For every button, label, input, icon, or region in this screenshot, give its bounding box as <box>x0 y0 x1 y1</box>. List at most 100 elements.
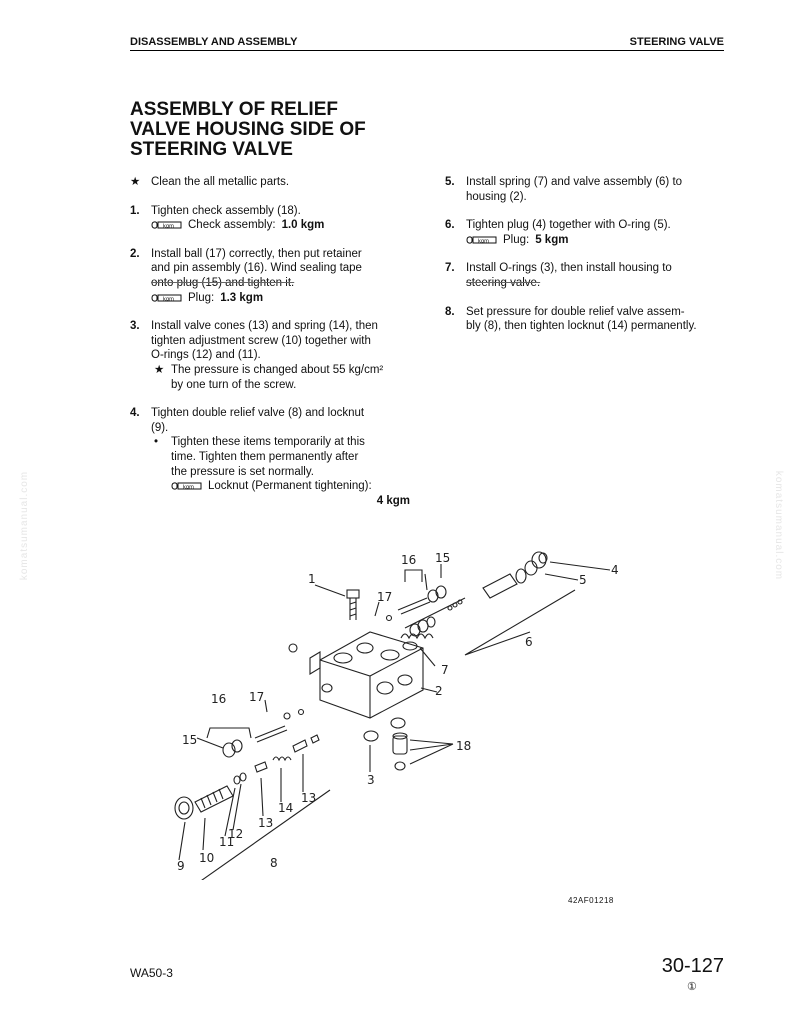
callout-15-lower: 15 <box>182 733 197 747</box>
callout-7: 7 <box>441 663 449 677</box>
step-line: Set pressure for double relief valve ass… <box>466 305 685 318</box>
left-column: ★ Clean the all metallic parts. 1. Tight… <box>130 175 410 522</box>
step-note: • Tighten these items temporarily at thi… <box>151 435 410 508</box>
callout-9: 9 <box>177 859 185 873</box>
torque-spec: kgm Check assembly: 1.0 kgm <box>151 218 410 233</box>
torque-wrench-icon: kgm <box>171 481 202 491</box>
step-number: 1. <box>130 204 140 217</box>
diagram-callouts: 1 2 3 4 5 6 7 8 9 10 11 12 13 13 14 15 1… <box>177 551 619 873</box>
step-line-struck: steering valve. <box>466 276 541 289</box>
step-4: 4. Tighten double relief valve (8) and l… <box>130 406 410 508</box>
bolt-part <box>346 589 360 620</box>
callout-4: 4 <box>611 563 619 577</box>
torque-value: 1.3 kgm <box>220 291 264 304</box>
callout-6: 6 <box>525 635 533 649</box>
callout-16-upper: 16 <box>401 553 416 567</box>
svg-text:kgm: kgm <box>163 296 174 302</box>
callout-14: 14 <box>278 801 293 815</box>
note-line: by one turn of the screw. <box>171 378 297 391</box>
note-item: ★ Clean the all metallic parts. <box>130 175 410 190</box>
torque-wrench-icon: kgm <box>151 220 182 230</box>
watermark-right: komatsumanual.com <box>773 470 785 581</box>
step-2: 2. Install ball (17) correctly, then put… <box>130 247 410 305</box>
figure-id: 42AF01218 <box>568 896 614 905</box>
svg-text:kgm: kgm <box>478 239 489 245</box>
step-line: Install valve cones (13) and spring (14)… <box>151 320 378 333</box>
callout-17-lower: 17 <box>249 690 264 704</box>
callout-17-upper: 17 <box>377 590 392 604</box>
star-icon: ★ <box>130 176 141 188</box>
valve-assembly-6 <box>404 560 538 637</box>
note-text: Clean the all metallic parts. <box>151 176 290 188</box>
step-number: 7. <box>445 262 455 275</box>
torque-label: Plug: <box>503 233 530 246</box>
torque-wrench-icon: kgm <box>466 235 497 245</box>
step-line: Tighten plug (4) together with O-ring (5… <box>466 219 671 232</box>
callout-18: 18 <box>456 739 471 753</box>
callout-13-lower: 13 <box>258 816 273 830</box>
callout-12: 12 <box>228 827 243 841</box>
right-column: 5. Install spring (7) and valve assembly… <box>445 175 727 348</box>
title-line-3: STEERING VALVE <box>130 139 293 160</box>
note-line: the pressure is set normally. <box>171 465 314 478</box>
watermark-left: komatsumanual.com <box>19 470 31 581</box>
step-line: and pin assembly (16). Wind sealing tape <box>151 262 362 275</box>
torque-spec: kgm Plug: 1.3 kgm <box>151 291 410 306</box>
title-line-2: VALVE HOUSING SIDE OF <box>130 119 366 140</box>
callout-5: 5 <box>579 573 587 587</box>
callout-2: 2 <box>435 684 443 698</box>
step-line: (9). <box>151 421 169 434</box>
relief-valve-housing <box>309 631 424 719</box>
step-line: O-rings (12) and (11). <box>151 349 261 362</box>
callout-10: 10 <box>199 851 214 865</box>
callout-3: 3 <box>367 773 375 787</box>
step-line: Install ball (17) correctly, then put re… <box>151 247 362 260</box>
svg-text:kgm: kgm <box>163 224 174 230</box>
note-line: The pressure is changed about 55 kg/cm² <box>171 363 384 376</box>
step-1: 1. Tighten check assembly (18). kgm Chec… <box>130 204 410 233</box>
callout-11: 11 <box>219 835 234 849</box>
page-title: ASSEMBLY OF RELIEF VALVE HOUSING SIDE OF… <box>130 100 430 160</box>
torque-value: 5 kgm <box>535 233 569 246</box>
title-line-1: ASSEMBLY OF RELIEF <box>130 99 338 120</box>
torque-label: Check assembly: <box>188 219 276 232</box>
torque-label: Plug: <box>188 291 215 304</box>
step-5: 5. Install spring (7) and valve assembly… <box>445 175 727 204</box>
step-line: Install O-rings (3), then install housin… <box>466 262 672 275</box>
callout-15-upper: 15 <box>435 551 450 565</box>
page-number: 30-127 <box>661 955 724 977</box>
step-line: Tighten check assembly (18). <box>151 204 301 217</box>
step-number: 4. <box>130 407 140 420</box>
step-number: 5. <box>445 176 455 188</box>
step-line: Install spring (7) and valve assembly (6… <box>466 176 683 188</box>
callout-13-upper: 13 <box>301 791 316 805</box>
step-3: 3. Install valve cones (13) and spring (… <box>130 319 410 392</box>
step-line: tighten adjustment screw (10) together w… <box>151 334 371 347</box>
model-number: WA50-3 <box>130 966 173 980</box>
callout-16-lower: 16 <box>211 692 226 706</box>
torque-value: 4 kgm <box>376 494 410 507</box>
star-icon: ★ <box>154 363 165 376</box>
torque-value: 1.0 kgm <box>281 219 325 232</box>
header-rule <box>130 50 724 51</box>
revision-mark: ① <box>687 981 697 993</box>
step-line: housing (2). <box>466 190 527 203</box>
step-note: ★ The pressure is changed about 55 kg/cm… <box>151 363 410 392</box>
note-line: Tighten these items temporarily at this <box>171 436 365 449</box>
torque-spec: kgm Plug: 5 kgm <box>466 233 727 248</box>
note-line: time. Tighten them permanently after <box>171 450 359 463</box>
step-number: 2. <box>130 247 140 260</box>
step-number: 8. <box>445 305 455 318</box>
torque-label: Locknut (Permanent tightening): <box>208 480 372 493</box>
svg-text:kgm: kgm <box>183 485 194 491</box>
callout-8: 8 <box>270 856 278 870</box>
step-8: 8. Set pressure for double relief valve … <box>445 305 727 334</box>
step-6: 6. Tighten plug (4) together with O-ring… <box>445 218 727 247</box>
running-header: DISASSEMBLY AND ASSEMBLY STEERING VALVE <box>130 36 724 50</box>
exploded-view-diagram: 1 2 3 4 5 6 7 8 9 10 11 12 13 13 14 15 1… <box>174 551 619 880</box>
step-number: 3. <box>130 320 140 333</box>
header-section: DISASSEMBLY AND ASSEMBLY <box>130 36 298 48</box>
callout-1: 1 <box>308 572 316 586</box>
step-number: 6. <box>445 219 455 232</box>
torque-spec: kgm Locknut (Permanent tightening): <box>171 479 410 494</box>
